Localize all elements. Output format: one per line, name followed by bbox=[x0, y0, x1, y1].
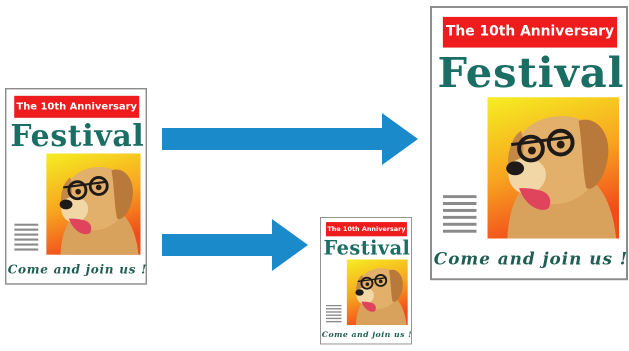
poster-headline: Festival bbox=[10, 118, 145, 154]
poster-banner: The 10th Anniversary bbox=[442, 16, 618, 48]
poster-banner: The 10th Anniversary bbox=[14, 95, 140, 118]
text-lines-icon bbox=[442, 195, 477, 237]
dog-photo bbox=[46, 153, 141, 255]
poster-page: The 10th Anniversary Festival bbox=[320, 217, 412, 345]
poster-headline: Festival bbox=[437, 48, 625, 98]
right-arrow-icon bbox=[162, 219, 308, 271]
poster-tagline: Come and join us ! bbox=[433, 249, 628, 270]
reduced-poster: The 10th Anniversary Festival bbox=[320, 217, 412, 345]
right-arrow-icon bbox=[162, 113, 418, 165]
text-lines-icon bbox=[325, 304, 342, 324]
poster-page: The 10th Anniversary Festival bbox=[430, 6, 628, 281]
dog-photo bbox=[346, 259, 408, 326]
text-lines-icon bbox=[14, 223, 39, 254]
dog-photo bbox=[487, 97, 620, 239]
poster-tagline: Come and join us ! bbox=[321, 330, 412, 340]
original-poster: The 10th Anniversary Festival bbox=[5, 88, 147, 285]
enlarged-poster: The 10th Anniversary Festival bbox=[430, 6, 628, 281]
poster-headline: Festival bbox=[323, 236, 411, 260]
poster-tagline: Come and join us ! bbox=[7, 262, 147, 277]
poster-page: The 10th Anniversary Festival bbox=[5, 88, 147, 285]
poster-banner: The 10th Anniversary bbox=[325, 222, 407, 237]
